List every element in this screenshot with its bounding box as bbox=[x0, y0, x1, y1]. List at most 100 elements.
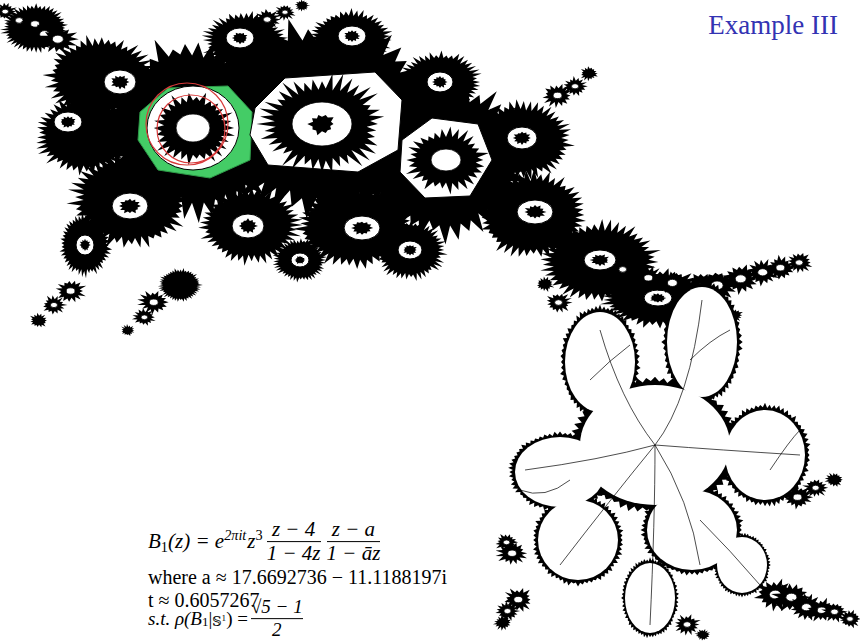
fatou-component bbox=[250, 72, 402, 172]
fractal-mass bbox=[60, 213, 113, 278]
fractal-mass bbox=[525, 205, 547, 219]
fatou-component bbox=[398, 241, 422, 259]
fractal-mass bbox=[802, 480, 828, 497]
formula-line: B1(z) = e2πitz3z − 41 − 4zz − a1 − āz bbox=[148, 519, 383, 565]
fractal-mass bbox=[547, 294, 573, 313]
fatou-component bbox=[507, 127, 537, 149]
fatou-component bbox=[504, 608, 511, 613]
fatou-component bbox=[400, 118, 492, 198]
petal-line bbox=[650, 445, 655, 625]
fractal-mass bbox=[158, 268, 203, 302]
formula-text: 1 bbox=[161, 540, 168, 554]
fractal-mass bbox=[121, 324, 134, 336]
fractal-mass bbox=[307, 115, 333, 135]
fraction: z − 41 − 4z bbox=[267, 519, 321, 565]
fatou-component bbox=[847, 617, 854, 622]
fatou-component bbox=[291, 253, 309, 267]
fatou-component bbox=[112, 193, 148, 219]
formula-line: where a ≈ 17.6692736 − 11.1188197i bbox=[148, 567, 447, 587]
fatou-component bbox=[584, 250, 616, 270]
fatou-component bbox=[76, 235, 94, 255]
fatou-component bbox=[503, 540, 510, 545]
fatou-component bbox=[735, 275, 746, 283]
fatou-component bbox=[571, 84, 578, 89]
petal-line bbox=[655, 445, 700, 565]
fatou-component bbox=[758, 269, 768, 276]
fractal-mass bbox=[273, 238, 327, 282]
fatou-component bbox=[831, 609, 839, 615]
fatou-component bbox=[812, 485, 819, 490]
fraction-bar bbox=[327, 542, 381, 543]
formula-text: 3 bbox=[256, 528, 263, 542]
fractal-mass bbox=[581, 66, 598, 81]
petal-line bbox=[655, 300, 702, 445]
fractal-mass bbox=[275, 5, 296, 21]
fractal-mass bbox=[563, 76, 588, 96]
fractal-mass bbox=[721, 264, 758, 295]
red-circle bbox=[146, 83, 228, 165]
fractal-mass bbox=[406, 127, 489, 195]
fatou-component bbox=[147, 86, 239, 170]
fatou-component bbox=[15, 18, 23, 24]
formula-line: t ≈ 0.6057267 bbox=[148, 590, 260, 610]
fractal-mass bbox=[61, 116, 76, 128]
fatou-component bbox=[793, 494, 802, 500]
fatou-component bbox=[786, 593, 797, 601]
formula-text: t ≈ 0.6057267 bbox=[148, 590, 260, 610]
formula-text: z − a bbox=[332, 519, 375, 540]
fatou-component bbox=[644, 275, 653, 281]
fatou-component bbox=[801, 604, 811, 611]
fractal-mass bbox=[38, 26, 79, 52]
fatou-component bbox=[565, 312, 635, 412]
fatou-component bbox=[508, 550, 517, 556]
fractal-mass bbox=[513, 132, 531, 145]
fractal-mass bbox=[404, 245, 417, 255]
fatou-component bbox=[517, 200, 553, 224]
fatou-component bbox=[667, 279, 677, 286]
fatou-component bbox=[644, 290, 672, 306]
fatou-component bbox=[555, 300, 563, 306]
fractal-mass bbox=[537, 276, 554, 292]
fatou-component bbox=[515, 437, 605, 507]
fraction-bar bbox=[251, 618, 303, 619]
formula-text: (z) = e bbox=[168, 532, 224, 553]
fractal-mass bbox=[132, 308, 156, 326]
fatou-component bbox=[553, 92, 562, 98]
fractal-mass bbox=[137, 291, 169, 315]
fractal-mass bbox=[294, 256, 305, 264]
fractal-mass bbox=[398, 50, 481, 112]
fractal-mass bbox=[609, 259, 638, 281]
fractal-mass bbox=[239, 218, 258, 233]
formula-text: z bbox=[247, 532, 255, 553]
fatou-component bbox=[66, 288, 75, 294]
fractal-mass bbox=[675, 614, 701, 635]
fatou-component bbox=[795, 260, 803, 266]
formula-text: 1 bbox=[222, 614, 227, 623]
formula-text: √5 − 1 bbox=[251, 597, 303, 616]
fractal-mass bbox=[254, 9, 281, 31]
fractal-mass bbox=[825, 473, 843, 487]
formula-text: 1 bbox=[202, 616, 208, 629]
fatou-component bbox=[232, 214, 264, 238]
fractal-mass bbox=[590, 255, 609, 267]
fatou-component bbox=[149, 299, 158, 305]
formula-text: 2 bbox=[272, 620, 282, 639]
fatou-component bbox=[538, 500, 618, 580]
fatou-component bbox=[2, 9, 9, 14]
formula-text: 1 − 4z bbox=[267, 544, 321, 565]
fatou-component bbox=[514, 596, 523, 602]
fractal-mass bbox=[695, 629, 711, 640]
fatou-component bbox=[263, 17, 271, 23]
fractal-mass bbox=[432, 76, 448, 88]
fractal-mass bbox=[256, 74, 384, 173]
fraction: √5 − 1 2 bbox=[251, 597, 303, 639]
fraction: z − a1 − āz bbox=[327, 519, 381, 565]
fatou-component bbox=[427, 72, 453, 92]
formula-text: ) = bbox=[226, 609, 248, 628]
fractal-mass bbox=[493, 615, 511, 631]
fractal-mass bbox=[30, 313, 47, 328]
fatou-component bbox=[292, 102, 352, 146]
fatou-component bbox=[683, 622, 691, 628]
petal-line bbox=[700, 520, 760, 585]
